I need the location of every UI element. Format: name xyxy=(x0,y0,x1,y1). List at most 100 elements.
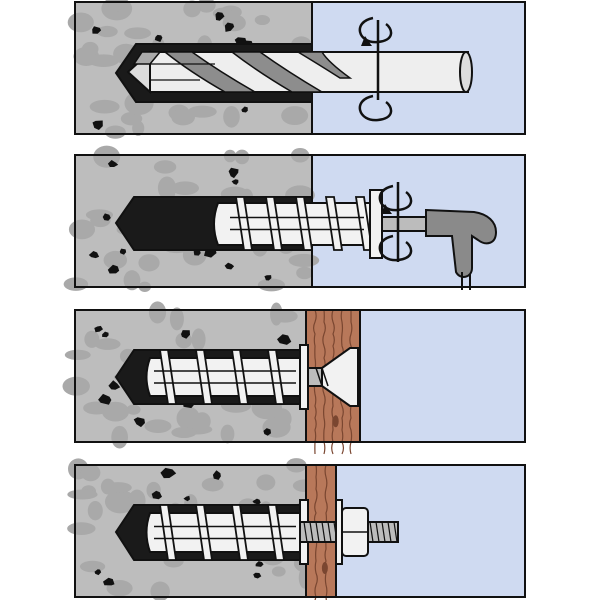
sleeve-thread xyxy=(194,349,214,405)
sleeve-thread xyxy=(194,504,214,561)
aggregate-stone xyxy=(98,393,112,405)
concrete-speckle xyxy=(169,307,184,331)
aggregate-stone xyxy=(107,264,120,274)
concrete-speckle xyxy=(183,0,201,18)
aggregate-stone xyxy=(255,561,264,567)
concrete-speckle xyxy=(132,120,145,136)
rod-thread xyxy=(387,521,392,543)
concrete-speckle xyxy=(67,12,94,33)
aggregate-stone xyxy=(94,569,102,576)
rod-thread xyxy=(315,521,320,543)
panel-border xyxy=(74,464,526,598)
concrete-speckle xyxy=(81,41,99,57)
countersunk-screw xyxy=(307,347,359,407)
sleeve-thread xyxy=(230,504,250,561)
concrete-speckle xyxy=(67,522,96,535)
aggregate-stone xyxy=(102,331,109,338)
aggregate-stone xyxy=(160,467,177,479)
concrete-speckle xyxy=(80,464,101,482)
concrete-speckle xyxy=(144,419,172,434)
concrete-speckle xyxy=(271,566,286,577)
concrete-speckle xyxy=(83,401,110,415)
aggregate-stone xyxy=(253,572,262,579)
concrete-speckle xyxy=(138,254,160,272)
aggregate-stone xyxy=(119,248,127,255)
aggregate-stone xyxy=(154,34,163,42)
concrete-speckle xyxy=(111,425,128,449)
rod-thread xyxy=(369,521,374,543)
aggregate-stone xyxy=(224,262,235,270)
aggregate-stone xyxy=(252,498,261,505)
concrete-speckle xyxy=(68,219,96,240)
concrete-speckle xyxy=(193,412,211,431)
concrete-speckle xyxy=(94,338,121,350)
concrete-speckle xyxy=(89,99,120,114)
aggregate-stone xyxy=(224,22,235,32)
step-2-setting-panel xyxy=(63,145,526,292)
aggregate-stone xyxy=(241,106,248,113)
concrete-speckle xyxy=(220,424,235,444)
aggregate-stone xyxy=(151,490,162,500)
concrete-speckle xyxy=(254,15,271,26)
concrete-speckle xyxy=(108,1,122,13)
sleeve-thread xyxy=(230,349,250,405)
aggregate-stone xyxy=(92,120,103,130)
concrete-speckle xyxy=(104,489,136,514)
anchor-sleeve xyxy=(145,499,309,565)
concrete-speckle xyxy=(153,160,177,174)
concrete-speckle xyxy=(171,427,197,439)
aggregate-stone xyxy=(103,577,115,586)
concrete-speckle xyxy=(288,253,320,268)
aggregate-stone xyxy=(263,428,271,436)
aggregate-stone xyxy=(277,334,292,345)
aggregate-stone xyxy=(264,275,272,281)
concrete-speckle xyxy=(96,25,118,38)
concrete-speckle xyxy=(150,581,170,600)
sleeve-thread xyxy=(266,349,286,405)
concrete-speckle xyxy=(223,149,237,163)
aggregate-stone xyxy=(108,380,121,390)
concrete-speckle xyxy=(197,0,216,13)
aggregate-stone xyxy=(94,325,103,333)
sleeve-thread xyxy=(266,504,286,561)
concrete-speckle xyxy=(201,477,224,492)
aggregate-stone xyxy=(228,167,239,179)
concrete-speckle xyxy=(62,376,90,396)
sleeve-thread xyxy=(158,504,178,561)
concrete-speckle xyxy=(257,278,286,292)
sleeve-thread xyxy=(264,196,284,251)
wood-knot xyxy=(332,415,339,428)
hex-nut xyxy=(341,507,369,557)
concrete-speckle xyxy=(281,106,309,126)
sleeve-thread xyxy=(234,196,254,251)
concrete-speckle xyxy=(124,27,152,40)
rod-thread xyxy=(393,521,398,543)
concrete-speckle xyxy=(64,349,91,361)
concrete-speckle xyxy=(296,266,313,280)
step-1-drilling-panel xyxy=(67,0,526,139)
concrete-speckle xyxy=(123,270,141,291)
concrete-speckle xyxy=(79,560,106,573)
concrete-speckle xyxy=(126,404,141,415)
concrete-speckle xyxy=(67,489,98,500)
wood-knot xyxy=(321,562,328,575)
aggregate-stone xyxy=(215,12,225,21)
rod-thread xyxy=(309,521,314,543)
concrete-speckle xyxy=(191,328,206,351)
sleeve-thread xyxy=(294,196,314,251)
panel-border xyxy=(74,154,526,288)
aggregate-stone xyxy=(88,251,100,259)
concrete-speckle xyxy=(270,302,283,326)
aggregate-stone xyxy=(107,160,119,167)
aggregate-stone xyxy=(212,470,221,480)
aggregate-stone xyxy=(133,417,145,428)
aggregate-stone xyxy=(231,179,239,185)
rod-thread xyxy=(303,521,308,543)
step-3-screw-fixing-panel xyxy=(62,301,526,455)
concrete-speckle xyxy=(104,125,126,139)
step-4-rod-fixing-panel xyxy=(67,458,526,600)
sleeve-thread xyxy=(158,349,178,405)
rod-thread xyxy=(321,521,326,543)
